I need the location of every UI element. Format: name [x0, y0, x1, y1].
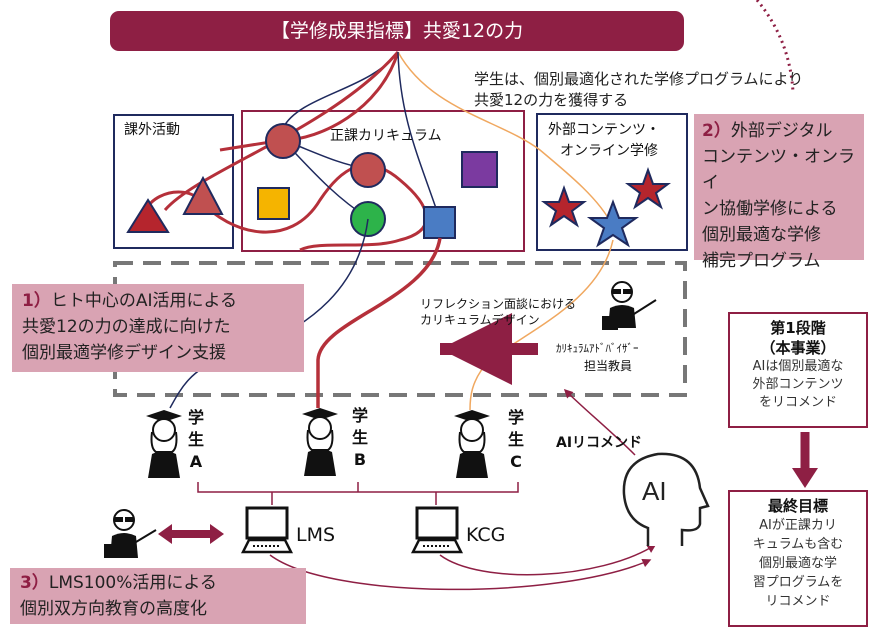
ai-head-text: AI — [642, 476, 667, 506]
curriculum-label: 正課カリキュラム — [330, 128, 442, 144]
path-navy-to-curriculum — [282, 51, 399, 129]
callout-1-line-2: 共愛12の力の達成に向けた — [22, 317, 231, 337]
advisor-line-2: 担当教員 — [584, 359, 633, 373]
advisor-teacher-icon — [602, 281, 657, 330]
final-head: 最終目標 — [767, 497, 828, 515]
callout-3: 3）LMS100%活用による 個別双方向教育の高度化 — [10, 568, 306, 624]
circle-red-2 — [350, 152, 386, 188]
top-note-line-2: 共愛12の力を獲得する — [474, 91, 629, 109]
square-yellow — [257, 187, 290, 220]
triangle-red — [182, 175, 224, 215]
callout-3-line-2: 個別双方向教育の高度化 — [20, 599, 207, 619]
lms-label: LMS — [296, 524, 336, 546]
callout-2-line-3: ン協働学修による — [702, 199, 838, 219]
external-label-2: オンライン学修 — [560, 143, 658, 159]
callout-2: 2）外部デジタル コンテンツ・オンライ ン協働学修による 個別最適な学修 補完プ… — [694, 114, 864, 271]
double-arrow-left-head — [158, 524, 172, 544]
final-goal-box: 最終目標 AIが正課カリ キュラムも含む 個別最適な学 習プログラムを リコメン… — [728, 490, 868, 627]
callout-2-num: 2） — [702, 121, 731, 141]
advisor-line-1: ｶﾘｷｭﾗﾑｱﾄﾞﾊﾞｲｻﾞｰ — [556, 342, 639, 355]
title-bar: 【学修成果指標】共愛12の力 — [110, 11, 684, 51]
star-red-1 — [541, 185, 587, 228]
circle-red-1 — [265, 123, 301, 159]
student-a-char-1: 学 — [187, 408, 204, 427]
stage-1-head-1: 第1段階 — [770, 319, 826, 337]
stage-arrow-head — [792, 468, 818, 488]
student-bracket — [197, 482, 519, 493]
top-note-line-1: 学生は、個別最適化された学修プログラムにより — [474, 70, 804, 88]
lms-computer-icon — [240, 506, 294, 554]
double-arrow-right-head — [210, 524, 224, 544]
student-a-char-3: A — [189, 452, 203, 471]
stage-1-box: 第1段階 （本事業） AIは個別最適な 外部コンテンツ をリコメンド — [728, 312, 868, 428]
callout-2-line-2: コンテンツ・オンライ — [702, 147, 855, 193]
path-orange-to-external — [397, 51, 613, 226]
student-a-label: 学 生 A — [186, 407, 206, 473]
support-region — [113, 261, 687, 397]
callout-1-line-1: ヒト中心のAI活用による — [50, 291, 237, 311]
callout-1: 1）ヒト中心のAI活用による 共愛12の力の達成に向けた 個別最適学修デザイン支… — [12, 284, 304, 372]
external-label-1: 外部コンテンツ・ — [548, 122, 660, 138]
callout-3-num: 3） — [20, 573, 49, 593]
reflection-line-1: リフレクション面談における — [420, 297, 577, 311]
star-red-2 — [625, 167, 671, 210]
extracurricular-label: 課外活動 — [124, 122, 180, 138]
stage-1-body-1: AIは個別最適な — [752, 359, 844, 374]
final-body-5: リコメンド — [765, 594, 831, 609]
final-body-1: AIが正課カリ — [759, 518, 837, 533]
kcg-computer-icon — [410, 506, 464, 554]
callout-2-line-4: 個別最適な学修 — [702, 225, 821, 245]
final-body-3: 個別最適な学 — [758, 556, 837, 571]
final-body-4: 習プログラムを — [752, 575, 844, 590]
external-box — [536, 113, 688, 251]
star-blue — [586, 199, 640, 248]
student-c-icon — [454, 410, 490, 478]
callout-3-line-1: LMS100%活用による — [48, 573, 217, 593]
student-a-char-2: 生 — [187, 430, 204, 449]
student-a-icon — [146, 410, 182, 478]
lms-to-ai-arc — [269, 554, 652, 591]
stage-1-body-2: 外部コンテンツ — [752, 377, 844, 392]
callout-2-line-5: 補完プログラム — [702, 251, 821, 271]
ai-head-icon: AI — [622, 452, 710, 546]
extracurricular-box — [113, 114, 234, 249]
kcg-label: KCG — [466, 524, 506, 546]
student-b-char-2: 生 — [351, 428, 368, 447]
student-c-char-3: C — [510, 452, 522, 471]
square-blue — [423, 206, 456, 239]
ai-to-support-arrow — [563, 388, 636, 456]
student-c-char-2: 生 — [507, 430, 524, 449]
student-b-label: 学 生 B — [350, 405, 370, 471]
triangle-dark-red — [126, 198, 170, 233]
student-c-label: 学 生 C — [506, 407, 526, 473]
callout-2-line-1: 外部デジタル — [730, 121, 833, 141]
student-c-char-1: 学 — [507, 408, 524, 427]
final-body-2: キュラムも含む — [752, 537, 844, 552]
stage-1-body-3: をリコメンド — [758, 395, 837, 410]
curriculum-box — [241, 110, 525, 252]
ai-recommend-label: AIリコメンド — [556, 435, 643, 451]
student-b-char-3: B — [353, 450, 367, 469]
lms-teacher-icon — [104, 509, 157, 558]
stage-1-head-2: （本事業） — [760, 339, 836, 357]
kcg-to-ai-arc — [439, 544, 657, 576]
student-b-char-1: 学 — [351, 406, 368, 425]
callout-1-num: 1） — [22, 291, 51, 311]
student-b-icon — [302, 408, 338, 476]
reflection-line-2: カリキュラムデザイン — [420, 313, 540, 327]
red-to-student-b — [316, 237, 442, 408]
square-purple — [461, 151, 498, 188]
callout-1-line-3: 個別最適学修デザイン支援 — [22, 343, 226, 363]
path-navy-to-green — [397, 51, 441, 221]
